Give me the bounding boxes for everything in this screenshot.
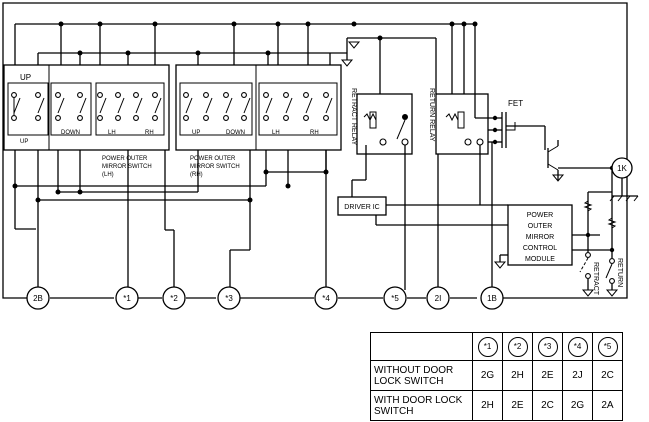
resistor-return [607,217,617,229]
table-cell: 2H [502,360,533,391]
label-rh-up: UP [192,130,200,136]
retract-switch [579,257,589,273]
terminal-2i: 2I [426,286,450,310]
caption-switch-rh-1: POWER OUTER [190,156,236,162]
terminal-1k-label: 1K [617,164,627,173]
svg-text:2B: 2B [33,294,43,303]
caption-switch-lh-3: (LH) [102,172,114,178]
table-cell: 2E [502,390,533,421]
label-lh-up: UP [20,139,28,145]
terminal-star3: *3 [217,286,241,310]
caption-switch-rh-3: (RH) [190,172,203,178]
rh-switch-contacts [183,92,333,121]
label-rh-lh: LH [272,130,280,136]
label-return: RETURN [616,258,623,287]
label-retract: RETRACT [592,262,599,296]
terminal-star4: *4 [314,286,338,310]
header-tag: *4 [567,336,588,357]
label-rh-rh: RH [310,130,319,136]
svg-text:*1: *1 [123,294,131,303]
svg-text:*3: *3 [225,294,233,303]
label-retract-relay: RETRACT RELAY [350,88,357,146]
label-module-5: MODULE [525,256,555,263]
table-cell: 2G [472,360,503,391]
label-fet: FET [508,99,523,108]
header-tag: *5 [597,336,618,357]
svg-text:*5: *5 [391,294,399,303]
lower-harness-wires [15,150,327,290]
label-module-4: CONTROL [523,245,557,252]
terminal-star5: *5 [383,286,407,310]
label-module-1: POWER [527,212,553,219]
header-tag: *1 [477,336,498,357]
ground-symbol [340,59,354,67]
table-cell: 2C [592,360,623,391]
header-tag: *2 [507,336,528,357]
fuse-arrow-icon [347,41,361,49]
table-header-row: *1 *2 *3 *4 *5 [370,332,623,361]
lh-switch-contacts [11,92,162,121]
svg-text:*4: *4 [322,294,330,303]
svg-text:*2: *2 [170,294,178,303]
table-cell: 2G [562,390,593,421]
caption-switch-rh-2: MIRROR SWITCH [190,164,240,170]
label-driver-ic: DRIVER IC [344,204,379,211]
driver-ic [337,196,387,216]
label-module-3: MIRROR [526,234,554,241]
mirror-switch-lh [3,64,170,151]
label-lh-down: DOWN [61,130,80,136]
label-rh-down: DOWN [226,130,245,136]
header-tag: *3 [537,336,558,357]
outer-ground-loop [2,2,628,299]
table-cell: 2H [472,390,503,421]
label-up-header: UP [20,73,31,82]
terminal-star2: *2 [162,286,186,310]
terminal-star1: *1 [115,286,139,310]
caption-switch-lh-1: POWER OUTER [102,156,148,162]
label-module-2: OUTER [528,223,553,230]
table-cell: 2C [532,390,563,421]
table-cell: 2A [592,390,623,421]
caption-switch-lh-2: MIRROR SWITCH [102,164,152,170]
transistor-symbol [547,140,559,180]
svg-text:2I: 2I [435,294,442,303]
table-cell: 2E [532,360,563,391]
return-switch [605,263,613,279]
table-cell: 2J [562,360,593,391]
label-lh-rh: RH [145,130,154,136]
svg-text:1B: 1B [487,294,497,303]
terminal-1b: 1B [480,286,504,310]
label-lh-lh: LH [108,130,116,136]
label-return-relay: RETURN RELAY [428,88,435,142]
resistor-retract [583,200,593,212]
terminal-2b: 2B [26,286,50,310]
